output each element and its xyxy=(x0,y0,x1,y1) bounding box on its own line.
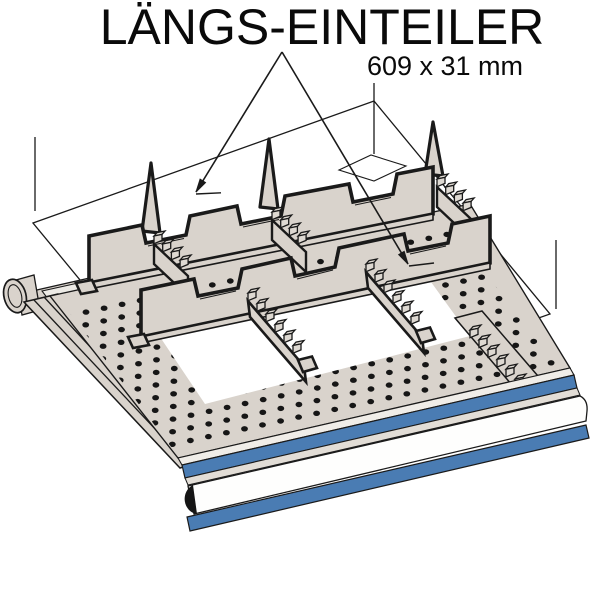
front-blue-stripe-bottom xyxy=(186,424,590,532)
callout-leaders xyxy=(195,51,435,267)
cross-wall-2-mid-comb xyxy=(270,205,311,245)
cross-wall-1-front-face xyxy=(246,296,308,387)
arrow-tick-left xyxy=(195,192,222,195)
cross-walls-front xyxy=(246,257,437,387)
cross-wall-2-peak xyxy=(258,137,280,211)
cross-wall-peaks xyxy=(140,120,445,235)
end-foot xyxy=(126,332,151,350)
dimension-label: 609 x 31 mm xyxy=(366,51,524,81)
end-foot xyxy=(74,278,99,296)
cross-wall-2-front-comb xyxy=(364,257,424,326)
cross-wall-1-mid-comb xyxy=(152,229,193,269)
cross-wall-1-peak xyxy=(140,161,162,235)
arrow-tick-right xyxy=(408,262,435,267)
cross-wall-3-mid-comb xyxy=(435,172,476,212)
right-slot-comb xyxy=(468,323,528,388)
handle-end-cap xyxy=(184,485,197,514)
right-rail xyxy=(453,310,552,399)
divider-top-plate xyxy=(337,154,408,182)
cross-wall-2-foot xyxy=(414,325,437,345)
arrowhead-right xyxy=(397,250,409,265)
handle-bar xyxy=(187,395,588,515)
leader-line-right xyxy=(281,51,409,265)
arrowhead-left xyxy=(195,178,207,193)
front-flange xyxy=(184,387,581,486)
cross-wall-1-front-comb xyxy=(246,286,306,355)
drawer-front xyxy=(177,367,590,532)
figure-title: LÄNGS-EINTEILER xyxy=(99,0,545,55)
cross-wall-1-foot xyxy=(296,354,319,374)
leader-line-left xyxy=(195,51,283,193)
cross-wall-2-front-face xyxy=(364,267,426,358)
